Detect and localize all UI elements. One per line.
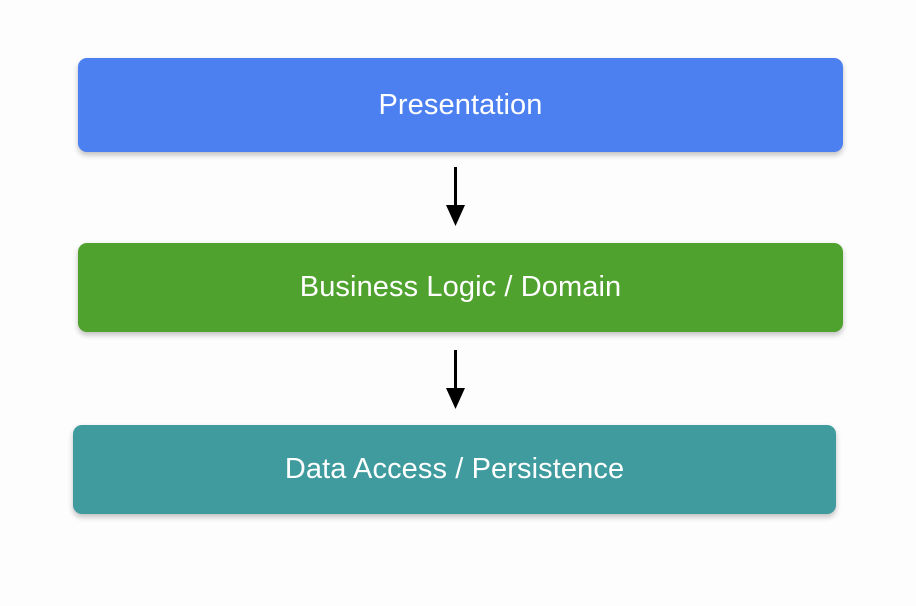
layer-label-business-logic: Business Logic / Domain: [299, 271, 622, 303]
layer-label-presentation: Presentation: [378, 88, 543, 121]
layer-box-presentation[interactable]: Presentation: [78, 58, 843, 152]
layer-box-data-access[interactable]: Data Access / Persistence: [73, 425, 836, 514]
layer-box-business-logic[interactable]: Business Logic / Domain: [78, 243, 843, 332]
layer-label-data-access: Data Access / Persistence: [284, 453, 625, 485]
arrow-head-2: [446, 388, 465, 409]
arrow-head-1: [446, 205, 465, 226]
